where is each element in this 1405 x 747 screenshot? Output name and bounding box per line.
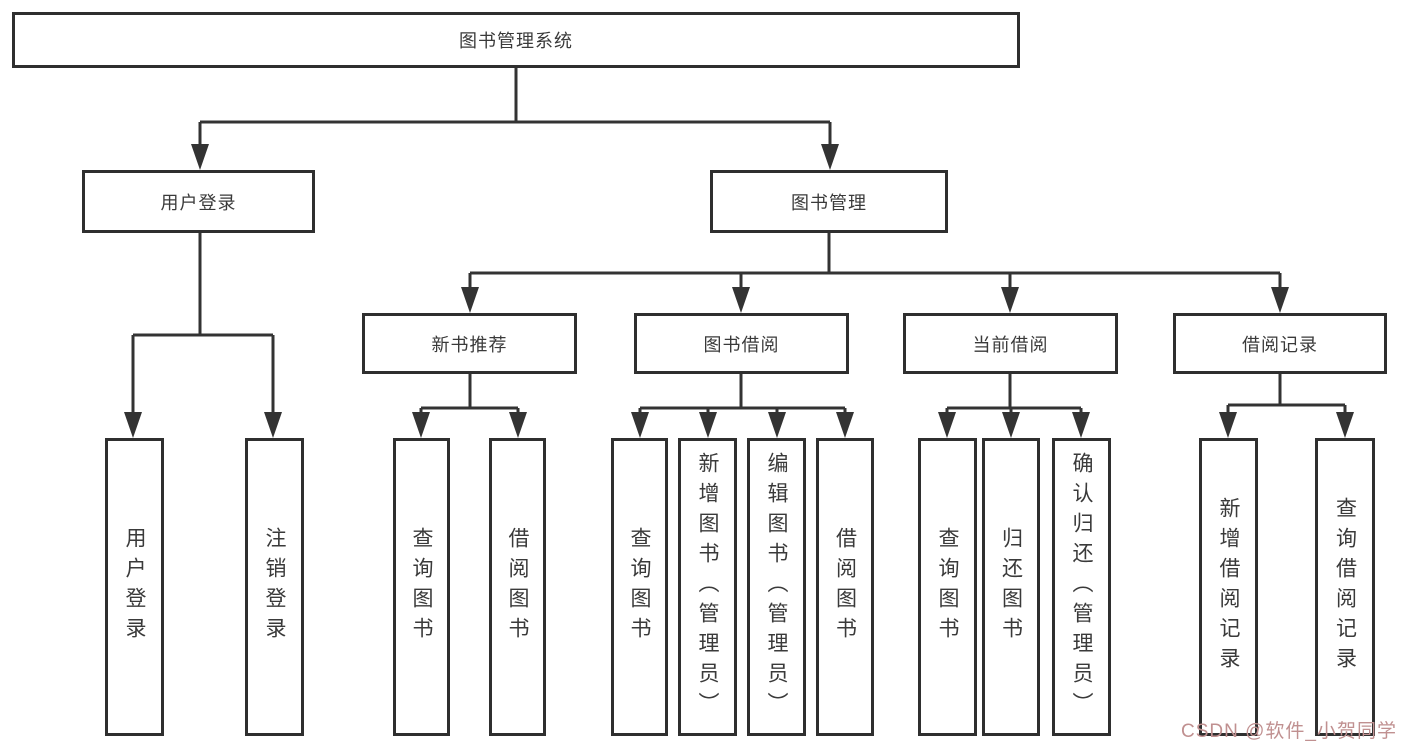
leaf-logout: 注销登录 (245, 438, 304, 736)
connector-book-borrow-branch (638, 374, 847, 418)
node-label: 图书管理系统 (459, 31, 573, 51)
connector-new-book-branch (419, 374, 520, 418)
leaf-query-books-recommend: 查询图书 (393, 438, 450, 736)
leaf-add-borrow-record: 新增借阅记录 (1199, 438, 1258, 736)
node-label: 当前借阅 (972, 334, 1049, 355)
leaf-label: 查询图书 (936, 527, 959, 647)
node-label: 图书借阅 (703, 334, 780, 355)
leaf-add-books-admin: 新增图书（管理员） (678, 438, 737, 736)
connector-book-management-branch (468, 233, 1282, 291)
leaf-label: 查询图书 (628, 527, 651, 647)
leaf-label: 查询图书 (410, 527, 433, 647)
node-label: 借阅记录 (1242, 334, 1318, 355)
leaf-label: 查询借阅记录 (1333, 497, 1357, 677)
leaf-query-borrow-record: 查询借阅记录 (1315, 438, 1375, 736)
leaf-label: 归还图书 (999, 527, 1023, 647)
node-user-login: 用户登录 (82, 170, 315, 233)
leaf-label: 新增图书（管理员） (696, 452, 719, 722)
connector-current-borrow-branch (945, 374, 1083, 418)
leaf-borrow-books: 借阅图书 (816, 438, 874, 736)
node-book-borrow: 图书借阅 (634, 313, 849, 374)
arrowheads (124, 144, 1354, 438)
csdn-watermark: CSDN @软件_小贺同学 (1181, 721, 1397, 742)
connector-root-to-level2 (198, 68, 832, 148)
node-root-system: 图书管理系统 (12, 12, 1020, 68)
leaf-label: 借阅图书 (833, 527, 857, 647)
leaf-label: 编辑图书（管理员） (765, 452, 788, 722)
leaf-label: 用户登录 (123, 527, 146, 647)
node-label: 用户登录 (160, 192, 237, 213)
connector-borrow-records-branch (1226, 374, 1347, 418)
leaf-borrow-books-recommend: 借阅图书 (489, 438, 546, 736)
leaf-query-books-borrow: 查询图书 (611, 438, 668, 736)
node-label: 新书推荐 (431, 334, 508, 355)
node-new-book-recommend: 新书推荐 (362, 313, 577, 374)
node-current-borrow: 当前借阅 (903, 313, 1118, 374)
leaf-confirm-return-admin: 确认归还（管理员） (1052, 438, 1111, 736)
leaf-query-books-current: 查询图书 (918, 438, 977, 736)
leaf-user-login: 用户登录 (105, 438, 164, 736)
node-label: 图书管理 (791, 192, 867, 213)
node-book-management: 图书管理 (710, 170, 948, 233)
leaf-label: 借阅图书 (506, 527, 529, 647)
leaf-return-books: 归还图书 (982, 438, 1040, 736)
connector-user-login-branch (131, 233, 275, 414)
leaf-label: 注销登录 (263, 527, 286, 647)
node-borrow-records: 借阅记录 (1173, 313, 1387, 374)
leaf-edit-books-admin: 编辑图书（管理员） (747, 438, 806, 736)
leaf-label: 新增借阅记录 (1217, 497, 1240, 677)
leaf-label: 确认归还（管理员） (1070, 452, 1093, 722)
